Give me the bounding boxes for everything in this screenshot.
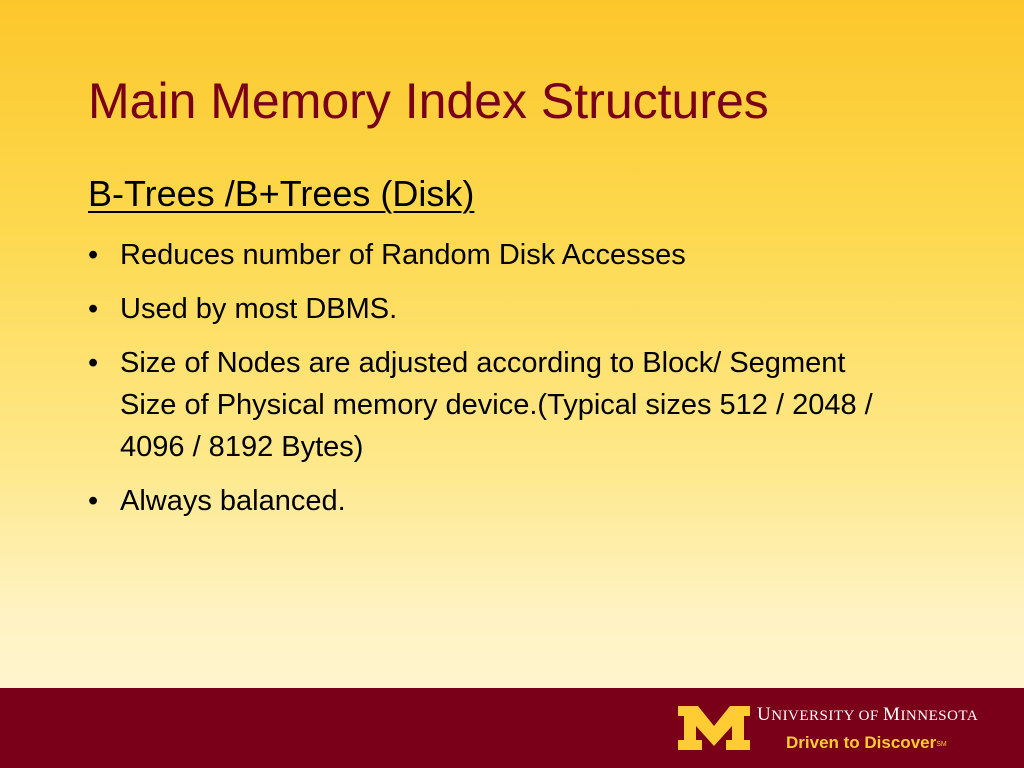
bullet-marker: • — [88, 347, 99, 379]
wordmark-part: INNESOTA — [900, 708, 979, 724]
bullet-marker: • — [88, 239, 99, 271]
bullet-item: • Used by most DBMS. — [88, 288, 908, 330]
university-wordmark: UNIVERSITY OF MINNESOTA — [757, 703, 978, 728]
university-m-logo-icon — [678, 706, 750, 750]
bullet-item: • Reduces number of Random Disk Accesses — [88, 234, 908, 276]
bullet-marker: • — [88, 485, 99, 517]
slide-subtitle: B-Trees /B+Trees (Disk) — [88, 173, 475, 214]
wordmark-initial: U — [757, 704, 772, 725]
bullet-text: Reduces number of Random Disk Accesses — [120, 239, 686, 271]
service-mark: SM — [936, 741, 947, 748]
bullet-text: Used by most DBMS. — [120, 293, 398, 325]
bullet-list: • Reduces number of Random Disk Accesses… — [88, 234, 908, 534]
footer-bar — [0, 688, 1024, 768]
bullet-text: Always balanced. — [120, 485, 346, 517]
bullet-item: • Size of Nodes are adjusted according t… — [88, 342, 908, 468]
wordmark-initial: M — [883, 704, 901, 725]
tagline-text: Driven to Discover — [786, 733, 937, 752]
wordmark-part: OF — [854, 708, 884, 724]
bullet-text: Size of Nodes are adjusted according to … — [120, 347, 873, 463]
bullet-item: • Always balanced. — [88, 480, 908, 522]
bullet-marker: • — [88, 293, 99, 325]
tagline: Driven to DiscoverSM — [786, 731, 947, 755]
slide-title: Main Memory Index Structures — [88, 73, 769, 129]
wordmark-part: NIVERSITY — [771, 708, 855, 724]
